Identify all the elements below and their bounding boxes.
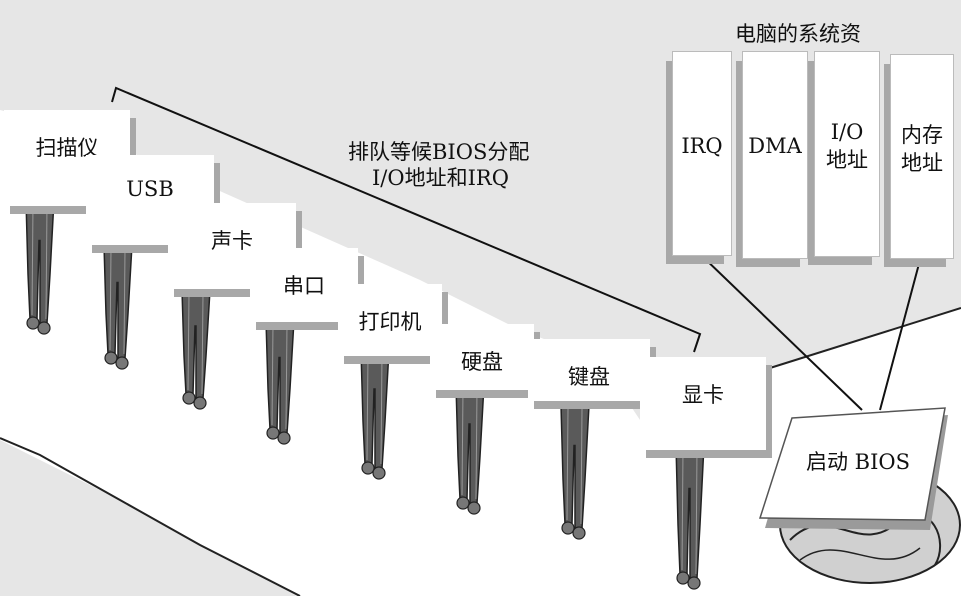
device-label: 键盘	[568, 365, 610, 389]
queue-person	[265, 320, 295, 445]
bios-label: 启动 BIOS	[806, 450, 911, 474]
resource-column: I/O 地址	[814, 51, 880, 257]
floor-edge-line	[0, 437, 301, 596]
resource-label: DMA	[748, 134, 802, 158]
device-label: USB	[126, 177, 174, 201]
queue-person	[675, 445, 705, 590]
queue-person	[25, 200, 55, 335]
bios-card	[758, 407, 946, 521]
resource-label: 内存 地址	[901, 123, 943, 175]
queue-caption-line2: I/O地址和IRQ	[372, 166, 509, 190]
device-card: 显卡	[640, 357, 766, 450]
device-label: 显卡	[682, 383, 724, 407]
irq-connector-line	[699, 253, 863, 411]
resource-label: IRQ	[681, 134, 723, 158]
device-label: 串口	[283, 274, 325, 298]
queue-person	[560, 405, 590, 540]
device-label: 声卡	[211, 229, 253, 253]
queue-person	[455, 385, 485, 515]
system-resources-title: 电脑的系统资	[735, 22, 861, 46]
device-label: 打印机	[358, 310, 422, 334]
queue-bracket-line	[111, 86, 702, 353]
device-card: 硬盘	[430, 324, 534, 390]
device-card: 打印机	[338, 284, 442, 356]
resource-label: I/O 地址	[826, 120, 868, 172]
resource-column: DMA	[742, 51, 808, 259]
queue-person	[360, 350, 390, 480]
queue-person	[103, 245, 133, 370]
device-label: 硬盘	[461, 350, 503, 374]
device-card: 声卡	[168, 203, 296, 289]
memory-connector-line	[879, 259, 921, 411]
resource-column: IRQ	[672, 51, 732, 256]
resource-column: 内存 地址	[890, 54, 954, 259]
queue-caption-line1: 排队等候BIOS分配	[348, 140, 530, 164]
queue-person	[181, 290, 211, 410]
room-edge-line	[769, 307, 961, 369]
device-card: 键盘	[528, 339, 650, 401]
